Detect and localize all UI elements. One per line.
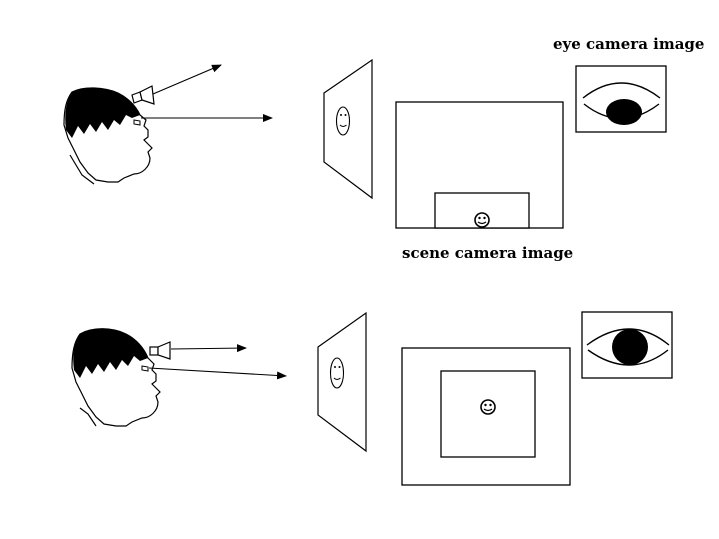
top-scene-face-icon	[474, 212, 490, 228]
bottom-target-face-icon	[329, 357, 345, 389]
top-eye-camera-image	[575, 65, 667, 133]
bottom-head-icon	[71, 328, 161, 427]
bottom-eye-icon	[586, 328, 670, 366]
top-head-icon	[63, 87, 153, 185]
bottom-gaze-arrow	[148, 367, 287, 380]
top-scene-camera-image	[395, 101, 564, 229]
eye-camera-image-label: eye camera image	[553, 35, 705, 53]
bottom-scene-face-icon	[480, 399, 496, 415]
top-camera-icon	[131, 85, 155, 105]
bottom-eye-camera-image	[581, 311, 673, 379]
scene-camera-image-label: scene camera image	[402, 244, 574, 262]
top-scenario	[63, 58, 667, 229]
bottom-camera-icon	[149, 341, 171, 360]
bottom-scenario	[71, 311, 673, 486]
bottom-scene-camera-image	[401, 347, 571, 486]
top-camera-view-arrow	[152, 64, 222, 95]
top-target-face-icon	[335, 106, 351, 136]
top-eye-icon	[582, 82, 661, 125]
bottom-camera-view-arrow	[170, 344, 247, 353]
